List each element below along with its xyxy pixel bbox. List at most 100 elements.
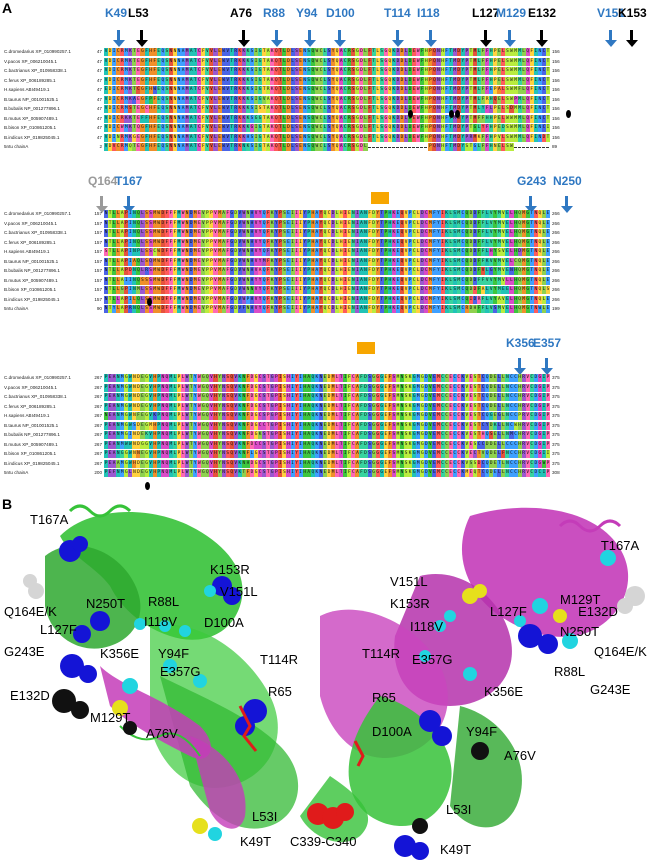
sequence-start-number: 157 xyxy=(94,287,102,292)
site-marker-oval xyxy=(145,482,150,490)
sequence-name: V.pacos XP_006210045.1 xyxy=(4,220,57,226)
residue-marker-label-k49: K49 xyxy=(105,6,128,20)
label-disulfide: C339-C340 xyxy=(290,834,357,849)
sequence-start-number: 267 xyxy=(94,403,102,409)
residue-marker-label-k153: K153 xyxy=(618,6,647,20)
label-left-i118v: I118V xyxy=(144,614,177,629)
residue-marker-arrowhead xyxy=(96,206,108,213)
residue-marker-arrowhead xyxy=(238,40,250,47)
sequence-name: C.ferus XP_006189285.1 xyxy=(4,403,56,409)
sequence-end-number: 266 xyxy=(552,220,560,226)
residue-marker-arrow xyxy=(508,30,511,40)
sequence-name: B.bubalis NP_001277896.1 xyxy=(4,432,60,437)
left-monomer xyxy=(45,504,299,829)
sequence-name: B.indicus XP_019825045.1 xyxy=(4,296,60,302)
sequence-end-number: 375 xyxy=(552,451,560,456)
residue-marker-arrow xyxy=(275,30,278,40)
residue-marker-arrow xyxy=(242,30,245,40)
sequence-end-number: 156 xyxy=(552,106,560,111)
sequence-name: C.ferus XP_006189285.1 xyxy=(4,239,56,245)
residue-marker-arrow xyxy=(609,30,612,40)
sequence-name: B.taurus NP_001001525.1 xyxy=(4,258,59,264)
residue-marker-label-q164: Q164 xyxy=(88,174,118,188)
sequence-start-number: 90 xyxy=(96,306,102,311)
sequence-name: B.mutus XP_005907489.1 xyxy=(4,115,58,121)
label-right-e132d: E132D xyxy=(578,604,618,619)
label-left-k153r: K153R xyxy=(210,562,250,577)
label-left-l53i: L53I xyxy=(252,809,277,824)
site-marker-oval xyxy=(455,110,460,118)
sequence-end-number: 199 xyxy=(552,306,560,311)
residue-marker-arrowhead xyxy=(123,206,135,213)
label-right-q164ek: Q164E/K xyxy=(594,644,647,659)
sequence-end-number: 89 xyxy=(552,144,558,149)
sequence-start-number: 157 xyxy=(94,268,102,273)
sequence-start-number: 2 xyxy=(99,144,102,149)
sequence-name: B.bison XP_010861205.1 xyxy=(4,125,57,130)
label-right-r88l: R88L xyxy=(554,664,585,679)
sequence-end-number: 375 xyxy=(552,441,560,447)
sequence-start-number: 47 xyxy=(96,49,102,54)
label-right-l127f: L127F xyxy=(490,604,527,619)
sequence-name: H.sapiens ABI49419.1 xyxy=(4,249,50,254)
sequence-start-number: 157 xyxy=(94,211,102,216)
label-left-q164ek: Q164E/K xyxy=(4,604,57,619)
residue-marker-label-e357: E357 xyxy=(533,336,562,350)
label-right-e357g: E357G xyxy=(412,652,452,667)
sequence-end-number: 375 xyxy=(552,460,560,466)
residue-marker-arrowhead xyxy=(561,206,573,213)
residue-marker-arrowhead xyxy=(425,40,437,47)
sequence-end-number: 266 xyxy=(552,258,560,264)
residue-marker-arrow xyxy=(140,30,143,40)
sequence-start-number: 47 xyxy=(96,134,102,140)
sequence-start-number: 267 xyxy=(94,451,102,456)
sequence-end-number: 375 xyxy=(552,403,560,409)
residue-marker-arrowhead xyxy=(605,40,617,47)
label-left-e357g: E357G xyxy=(160,664,200,679)
residue-marker-arrow xyxy=(338,30,341,40)
residue-marker-arrow xyxy=(308,30,311,40)
sequence-name: C.bactrianus XP_010958338.1 xyxy=(4,394,67,399)
residue-marker-arrowhead xyxy=(525,206,537,213)
sequence-start-number: 267 xyxy=(94,460,102,466)
residue-marker-arrowhead xyxy=(113,40,125,47)
label-right-g243e: G243E xyxy=(590,682,631,697)
residue-marker-label-i118: I118 xyxy=(417,6,440,20)
sequence-end-number: 266 xyxy=(552,239,560,245)
sequence-end-number: 375 xyxy=(552,375,560,380)
residue-marker-arrowhead xyxy=(541,368,553,375)
sequence-start-number: 157 xyxy=(94,277,102,283)
sequence-name: 5ntu chainA xyxy=(4,470,29,475)
sequence-start-number: 47 xyxy=(96,58,102,64)
disulfide-spheres xyxy=(238,705,365,829)
sequence-start-number: 47 xyxy=(96,115,102,121)
sequence-end-number: 156 xyxy=(552,134,560,140)
sequence-end-number: 156 xyxy=(552,49,560,54)
sequence-start-number: 157 xyxy=(94,220,102,226)
residue-marker-label-l53: L53 xyxy=(128,6,149,20)
sequence-end-number: 375 xyxy=(552,422,560,428)
label-right-d100a: D100A xyxy=(372,724,412,739)
residue-marker-label-v151: V151 xyxy=(597,6,626,20)
